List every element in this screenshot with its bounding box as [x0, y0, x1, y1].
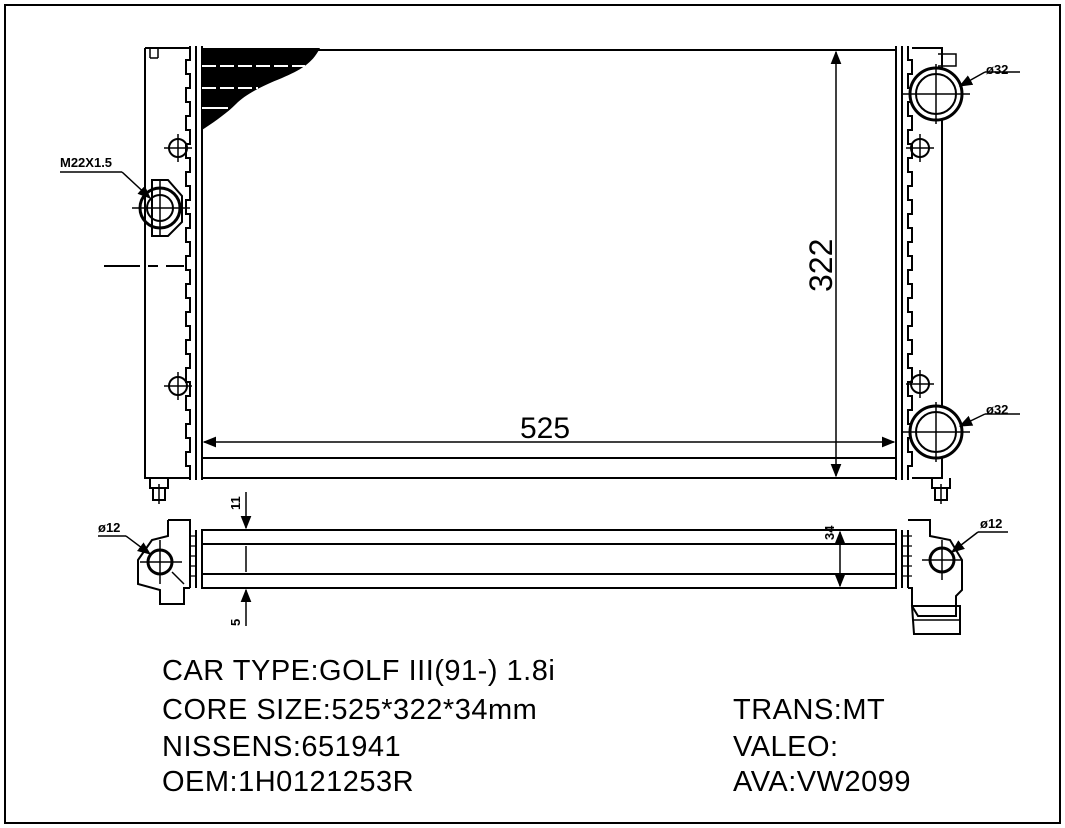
right-mount-boss-top [906, 134, 934, 162]
tank-fin-dimension [236, 492, 260, 626]
right-mount-boss-bottom [906, 370, 934, 398]
drawing-frame [4, 4, 1061, 824]
transmission: TRANS:MT [733, 694, 886, 726]
right-tank-teeth [907, 46, 913, 480]
side-view [98, 519, 1008, 635]
car-type: CAR TYPE:GOLF III(91-) 1.8i [162, 655, 556, 687]
right-tank [895, 46, 943, 480]
valeo-number: VALEO: [733, 731, 839, 763]
depth-dimension [820, 529, 860, 589]
height-label: 322 [803, 239, 839, 292]
width-label: 525 [520, 412, 570, 445]
left-tank [144, 46, 203, 480]
oem-number: OEM:1H0121253R [162, 766, 415, 798]
tank-label: 11 [228, 496, 243, 510]
thread-label: M22X1.5 [60, 155, 112, 170]
core-size: CORE SIZE:525*322*34mm [162, 694, 538, 726]
pipe-top-label: ø32 [986, 62, 1008, 77]
left-mount-boss-top [164, 134, 192, 162]
fin-section [202, 48, 320, 130]
fin-label: 5 [228, 619, 243, 626]
pipe-bottom-label: ø32 [986, 402, 1008, 417]
upper-pipe [902, 53, 1020, 124]
drain-plug [149, 478, 169, 504]
mount-left-label: ø12 [98, 520, 120, 535]
lower-pipe [902, 402, 1020, 462]
left-tank-teeth [185, 46, 191, 480]
ava-number: AVA:VW2099 [733, 766, 912, 798]
depth-label: 34 [822, 525, 837, 540]
mount-right-label: ø12 [980, 516, 1002, 531]
right-drain [931, 478, 951, 504]
nissens-number: NISSENS:651941 [162, 731, 402, 763]
left-mount-boss-bottom [164, 372, 192, 400]
thread-fitting [60, 171, 190, 237]
